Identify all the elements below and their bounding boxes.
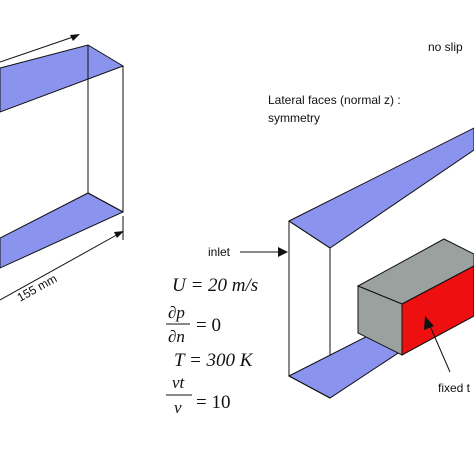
- inlet-conditions: U = 20 m/s ∂p ∂n = 0 T = 300 K νt ν = 10: [166, 275, 258, 417]
- velocity-equation: U = 20 m/s: [172, 275, 258, 296]
- inlet-label: inlet: [208, 245, 231, 259]
- obstacle-block: fixed t: [356, 238, 474, 395]
- arrowhead: [278, 247, 288, 257]
- fixed-temp-arrow: [429, 325, 451, 373]
- pressure-denominator: ∂n: [168, 327, 185, 346]
- fixed-temperature-label: fixed t: [438, 381, 471, 395]
- block-heated-face: [401, 265, 474, 356]
- right-top-wall-front: [288, 127, 474, 249]
- left-bottom-wall: [0, 192, 125, 269]
- left-channel: 155 mm: [0, 34, 125, 305]
- nu-denominator: ν: [174, 398, 182, 417]
- left-top-dimension-line: [0, 35, 77, 63]
- right-frame-edge: [288, 375, 331, 399]
- left-top-wall: [0, 44, 125, 113]
- lateral-faces-label: Lateral faces (normal z) :: [268, 93, 401, 107]
- temperature-equation: T = 300 K: [174, 350, 254, 371]
- nu-rhs: = 10: [196, 392, 230, 413]
- dimension-label: 155 mm: [15, 271, 60, 304]
- arrowhead: [70, 34, 80, 41]
- no-slip-label: no slip: [428, 40, 463, 54]
- dimension-line: [0, 231, 123, 301]
- symmetry-label: symmetry: [268, 111, 320, 125]
- arrowhead: [424, 316, 434, 330]
- pressure-numerator: ∂p: [168, 303, 185, 322]
- nu-numerator: νt: [172, 373, 186, 392]
- pressure-rhs: = 0: [196, 315, 221, 336]
- arrowhead: [114, 231, 124, 238]
